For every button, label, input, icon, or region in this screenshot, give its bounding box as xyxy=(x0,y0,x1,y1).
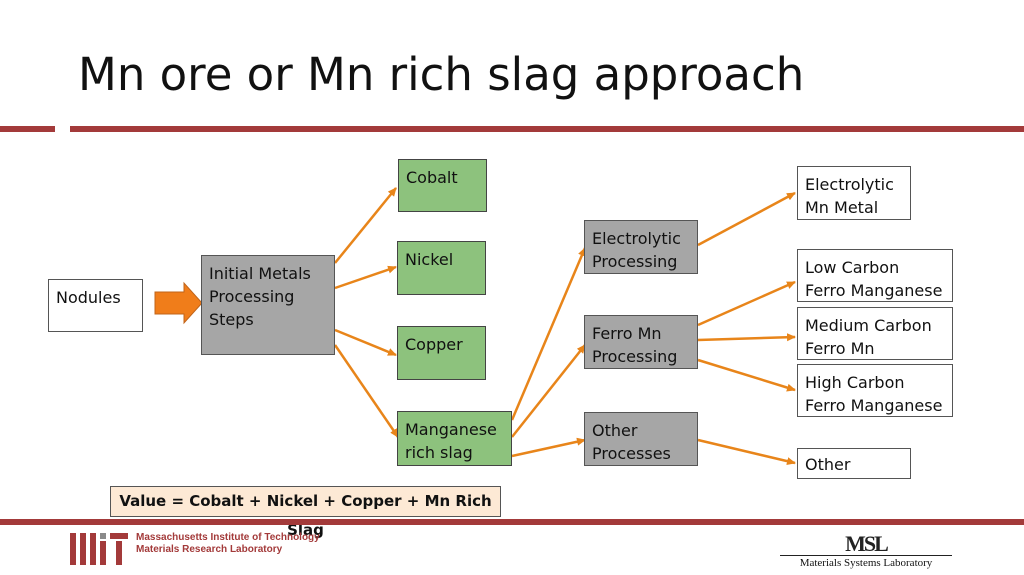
node-copper: Copper xyxy=(397,326,486,380)
msl-logo-block: MSL Materials Systems Laboratory xyxy=(780,533,952,570)
node-other: Other xyxy=(797,448,911,479)
arrow-initial-mnslag xyxy=(333,344,400,438)
node-electrolytic-processing: Electrolytic Processing xyxy=(584,220,698,274)
arrow-nodules-initial xyxy=(154,281,203,325)
node-low-carbon-ferro-manganese: Low Carbon Ferro Manganese xyxy=(797,249,953,302)
node-ferro-mn-processing: Ferro Mn Processing xyxy=(584,315,698,369)
arrow-initial-copper xyxy=(334,328,397,357)
arrow-ferromn-low xyxy=(697,280,796,327)
node-high-carbon-ferro-manganese: High Carbon Ferro Manganese xyxy=(797,364,953,417)
arrow-slag-electrolytic xyxy=(510,247,587,421)
title-rule-right xyxy=(70,126,1024,132)
msl-name: Materials Systems Laboratory xyxy=(799,557,933,569)
slide-title: Mn ore or Mn rich slag approach xyxy=(78,48,805,101)
title-rule-left xyxy=(0,126,55,132)
node-nickel: Nickel xyxy=(397,241,486,295)
arrow-other-other xyxy=(697,438,796,466)
arrow-slag-ferromn xyxy=(511,344,586,438)
node-nodules: Nodules xyxy=(48,279,143,332)
arrow-ferromn-medium xyxy=(697,333,796,342)
node-manganese-rich-slag: Manganese rich slag xyxy=(397,411,512,466)
node-electrolytic-mn-metal: Electrolytic Mn Metal xyxy=(797,166,911,220)
footer-rule xyxy=(0,519,1024,525)
node-cobalt: Cobalt xyxy=(398,159,487,212)
node-other-processes: Other Processes xyxy=(584,412,698,466)
node-medium-carbon-ferro-mn: Medium Carbon Ferro Mn xyxy=(797,307,953,360)
msl-logo: MSL xyxy=(845,531,889,556)
arrow-initial-nickel xyxy=(334,265,397,290)
mrl-name: Materials Research Laboratory xyxy=(136,544,283,555)
mit-name: Massachusetts Institute of Technology xyxy=(136,532,320,543)
mit-text: Massachusetts Institute of Technology Ma… xyxy=(136,532,320,556)
arrow-slag-other xyxy=(511,437,586,458)
mit-logo xyxy=(70,533,128,565)
msl-divider xyxy=(780,555,952,556)
value-equation: Value = Cobalt + Nickel + Copper + Mn Ri… xyxy=(110,486,501,539)
arrow-electrolytic-metal xyxy=(697,191,796,247)
arrow-ferromn-high xyxy=(697,358,796,392)
arrow-initial-cobalt xyxy=(334,187,397,264)
node-initial-processing: Initial Metals Processing Steps xyxy=(201,255,335,355)
